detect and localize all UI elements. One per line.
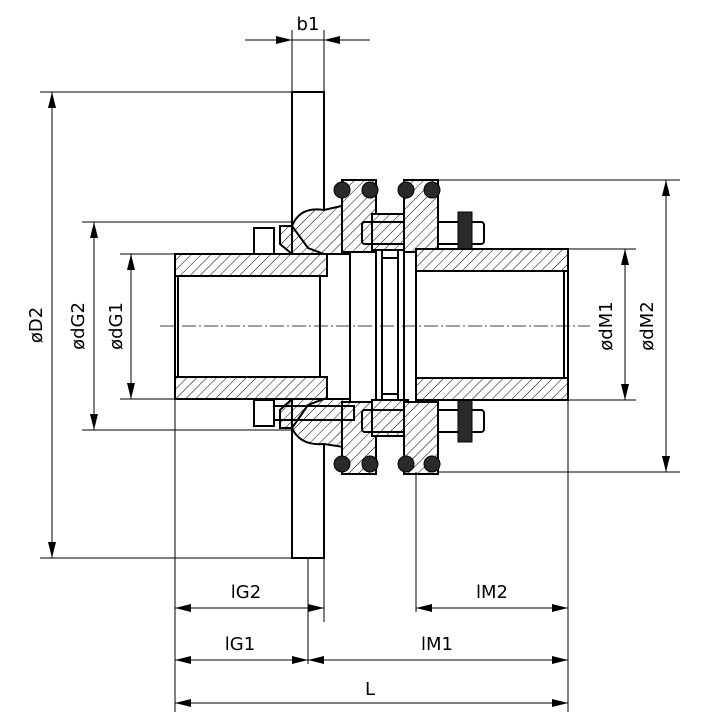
flange-plate [290, 91, 351, 559]
label-lM2: lM2 [476, 582, 508, 603]
dim-dG1: ødG1 [106, 253, 175, 400]
cap-screws [253, 227, 355, 427]
dim-lM2: lM2 [416, 582, 568, 612]
label-lG2: lG2 [231, 582, 261, 603]
label-dM1: ødM1 [596, 301, 617, 350]
right-coupling-flange [397, 179, 441, 475]
dim-dG2: ødG2 [68, 221, 292, 431]
label-lG1: lG1 [225, 634, 255, 655]
dim-dM1: ødM1 [568, 248, 636, 401]
label-dG1: ødG1 [106, 302, 127, 350]
dim-b1: b1 [245, 14, 370, 92]
coupling-section [160, 91, 590, 559]
dim-lM1: lM1 [308, 634, 568, 664]
dim-lG2: lG2 [175, 582, 324, 612]
label-lM1: lM1 [421, 634, 453, 655]
label-dM2: ødM2 [637, 301, 658, 350]
disc-pack [361, 211, 485, 443]
dim-L: L [175, 679, 568, 707]
left-hub [174, 225, 328, 429]
label-b1: b1 [297, 14, 320, 35]
dim-lG1: lG1 [175, 634, 308, 664]
right-hub [415, 248, 569, 401]
label-L: L [365, 679, 375, 700]
label-D2: øD2 [26, 307, 47, 343]
label-dG2: ødG2 [68, 302, 89, 350]
dim-dM2: ødM2 [438, 179, 680, 473]
dimensions: b1 øD2 ødG2 ødG1 [26, 14, 680, 712]
dim-D2: øD2 [26, 91, 292, 559]
